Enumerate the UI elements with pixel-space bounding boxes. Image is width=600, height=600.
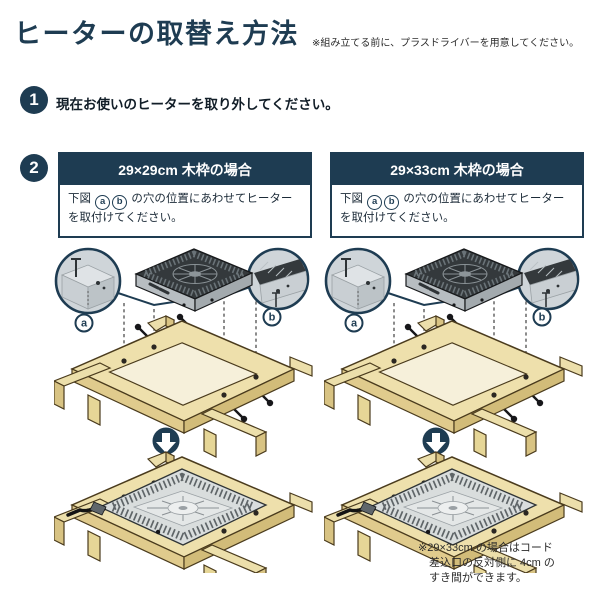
hole-label-b: b [384, 195, 400, 210]
page-title: ヒーターの取替え方法 [14, 19, 299, 49]
body-text: の穴の位置にあわせてヒーターを取付けてください。 [68, 193, 293, 224]
step-1-badge: 1 [20, 86, 48, 114]
panel-29x29-header: 29×29cm 木枠の場合 [60, 154, 310, 185]
illustration-29x33-install [324, 243, 584, 573]
panel-29x33-header: 29×33cm 木枠の場合 [332, 154, 582, 185]
title-note: ※組み立てる前に、プラスドライバーを用意してください。 [312, 38, 580, 49]
body-text: 下図 [340, 193, 367, 205]
hole-label-b: b [112, 195, 128, 210]
step-2-badge: 2 [20, 154, 48, 182]
footnote: ※29×33cm の場合はコード 差込口の反対側に 4cm の すき間ができます… [418, 542, 555, 584]
illustration-29x29-install [54, 243, 314, 573]
hole-label-a: a [367, 195, 383, 210]
hole-label-a: a [95, 195, 111, 210]
step-1-text: 現在お使いのヒーターを取り外してください。 [56, 97, 339, 112]
body-text: 下図 [68, 193, 95, 205]
body-text: の穴の位置にあわせてヒーターを取付けてください。 [340, 193, 565, 224]
